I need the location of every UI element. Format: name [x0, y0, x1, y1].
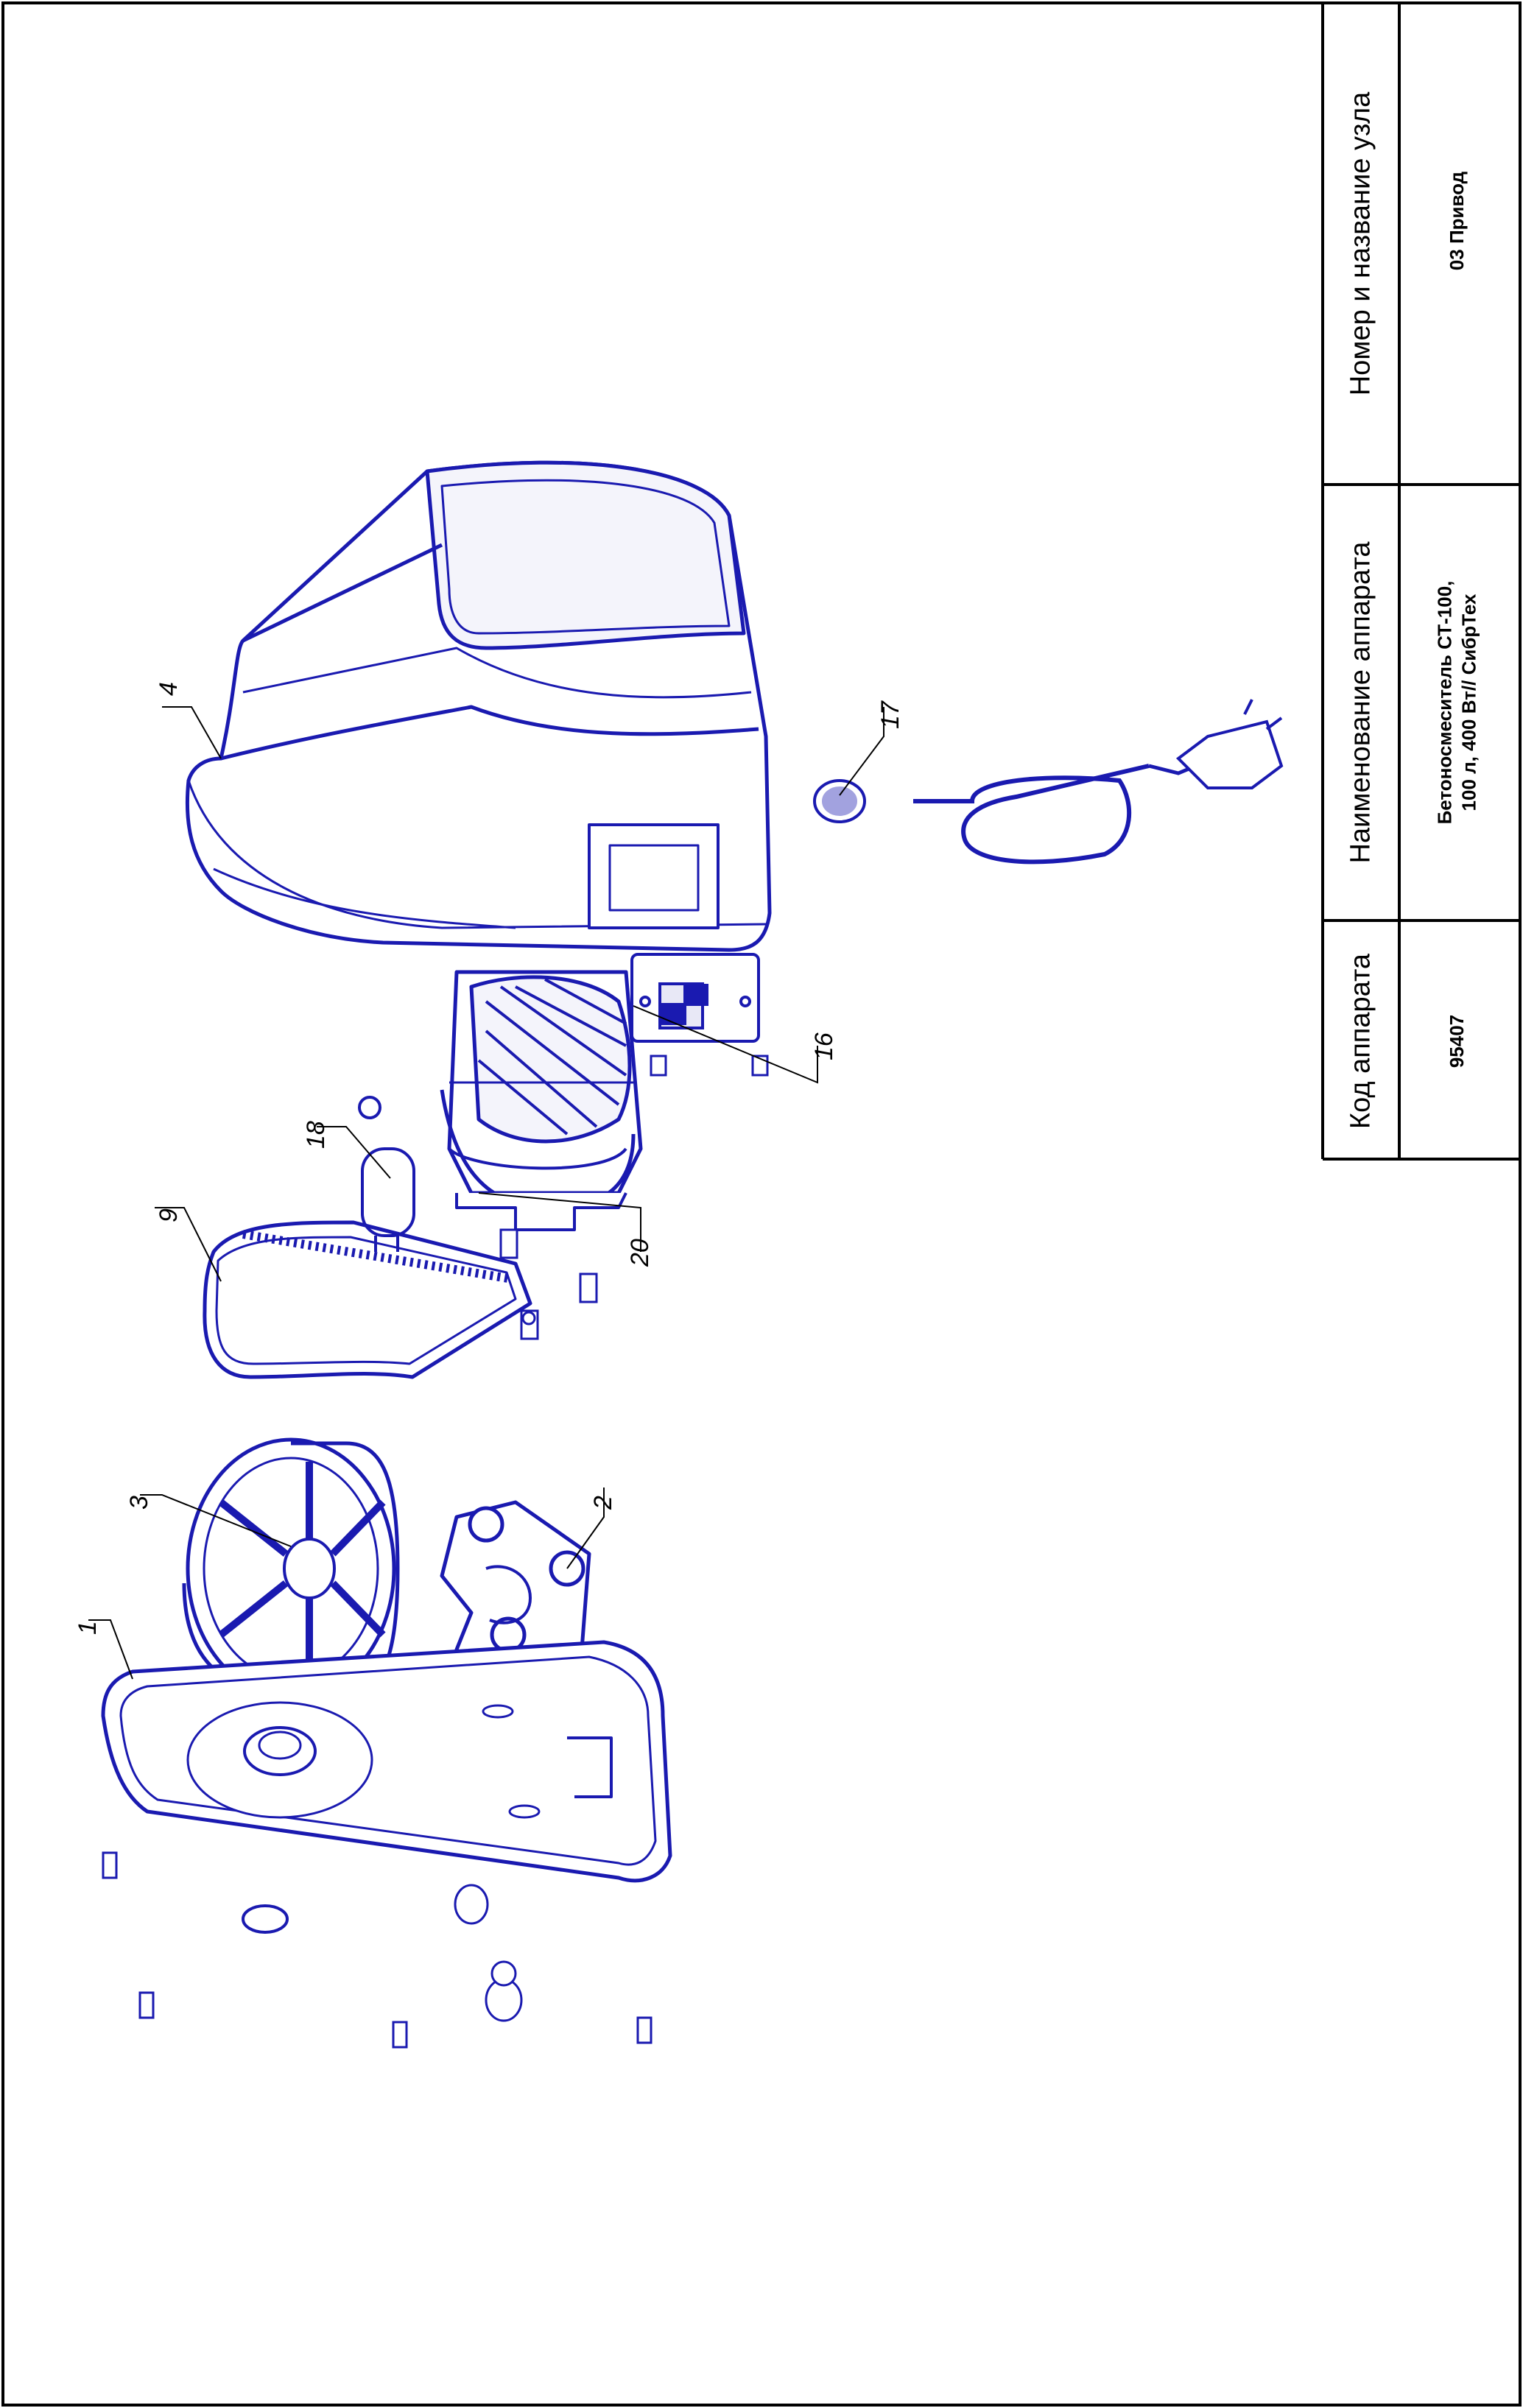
value-code: 95407 — [1445, 1014, 1468, 1069]
title-block — [1321, 3, 1520, 1161]
part-9-belt — [203, 1220, 532, 1379]
callout-9: 9 — [155, 1208, 183, 1222]
value-unit: 03 Привод — [1445, 171, 1468, 271]
motor-mount-bolts — [499, 1228, 598, 1340]
part-3-pulley — [182, 1437, 400, 1700]
header-code: Код аппарата — [1345, 953, 1376, 1130]
callout-17: 17 — [876, 700, 904, 729]
value-name-line1: Бетоносмеситель СТ-100, — [1433, 580, 1456, 825]
part-20-motor — [440, 970, 643, 1231]
part-2-bracket — [440, 1500, 591, 1681]
callout-4: 4 — [155, 682, 183, 696]
value-name-line2: 100 л, 400 Вт// СибрТех — [1457, 594, 1480, 812]
callout-18: 18 — [302, 1121, 330, 1149]
part-4-cover-housing — [185, 460, 772, 952]
callout-1: 1 — [74, 1621, 102, 1635]
part-18-capacitor — [358, 1096, 415, 1252]
base-fasteners — [102, 1851, 653, 2049]
value-name: Бетоносмеситель СТ-100, 100 л, 400 Вт// … — [1433, 581, 1481, 825]
callout-16: 16 — [810, 1032, 838, 1060]
part-16-switch-box — [630, 953, 760, 1043]
callout-2: 2 — [589, 1496, 617, 1510]
header-unit: Номер и название узла — [1345, 91, 1376, 396]
power-cord — [913, 699, 1284, 865]
callout-3: 3 — [125, 1496, 153, 1510]
header-name: Наименование аппарата — [1345, 541, 1376, 864]
callout-leaders — [88, 706, 884, 1680]
callout-20: 20 — [626, 1239, 654, 1267]
part-16-screws — [650, 1055, 769, 1077]
part-1-base-plate — [101, 1640, 672, 1883]
part-17-cable-gland — [813, 779, 866, 823]
